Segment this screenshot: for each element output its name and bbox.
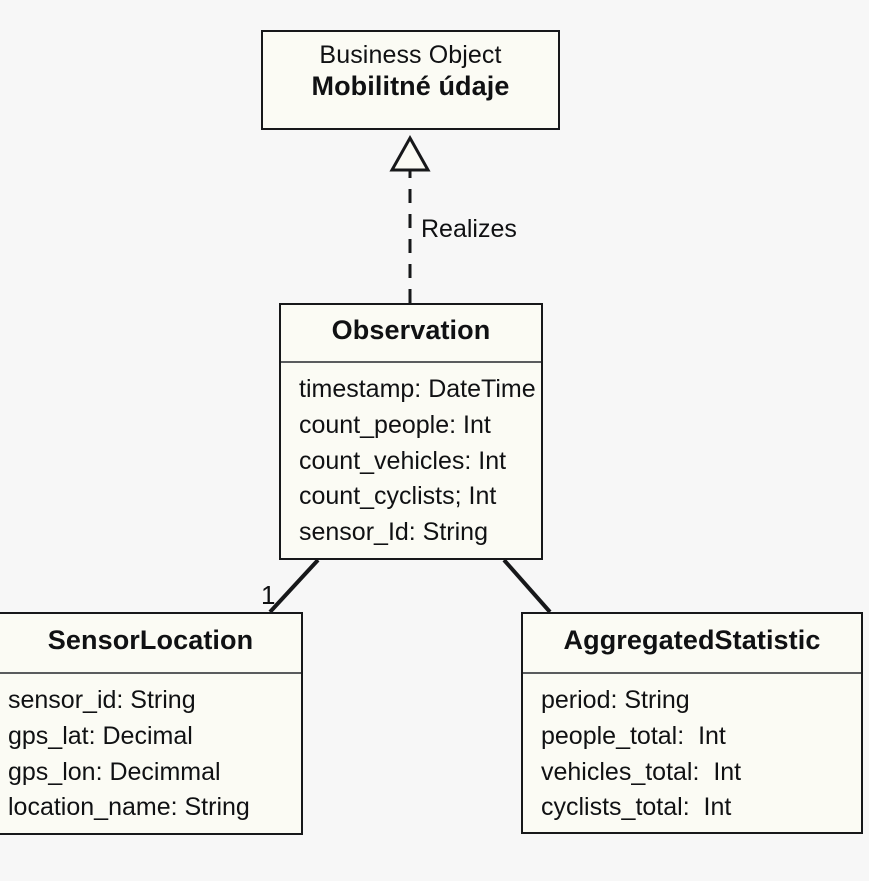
business-object-stereotype: Business Object [319, 41, 502, 69]
sensorlocation-attributes: sensor_id: String gps_lat: Decimal gps_l… [0, 674, 301, 832]
attribute-row: count_people: Int [299, 410, 491, 439]
attribute-row: gps_lat: Decimal [8, 721, 193, 750]
sensorlocation-header: SensorLocation [0, 614, 301, 672]
aggregatedstatistic-divider [523, 672, 861, 674]
attribute-row: timestamp: DateTime [299, 375, 536, 403]
business-object-title: Mobilitné údaje [311, 70, 510, 101]
observation-class-box[interactable]: Observation timestamp: DateTime count_pe… [279, 303, 543, 560]
aggregatedstatistic-title: AggregatedStatistic [563, 625, 821, 655]
attribute-row: cyclists_total: Int [541, 793, 732, 822]
attribute-row: people_total: Int [541, 721, 726, 750]
aggregatedstatistic-attributes: period: String people_total: Int vehicle… [523, 674, 861, 832]
observation-header: Observation [281, 305, 541, 361]
attribute-row: vehicles_total: Int [541, 757, 742, 786]
multiplicity-label-sensorlocation: 1 [261, 580, 276, 610]
attribute-row: count_vehicles: Int [299, 446, 507, 475]
business-object-box[interactable]: Business Object Mobilitné údaje [261, 30, 560, 130]
attribute-row: location_name: String [8, 793, 250, 822]
sensorlocation-class-box[interactable]: SensorLocation sensor_id: String gps_lat… [0, 612, 303, 835]
attribute-row: count_cyclists; Int [299, 482, 497, 511]
realization-arrowhead [389, 134, 431, 172]
association-line-sensorlocation [268, 558, 320, 614]
attribute-row: gps_lon: Decimmal [8, 757, 221, 786]
attribute-row: period: String [541, 686, 690, 714]
attribute-row: sensor_id: String [8, 686, 196, 714]
business-object-header: Business Object Mobilitné údaje [263, 32, 558, 109]
realization-label: Realizes [421, 215, 517, 243]
observation-attributes: timestamp: DateTime count_people: Int co… [281, 363, 541, 557]
sensorlocation-title: SensorLocation [47, 625, 254, 655]
association-line-aggregatedstatistic [502, 558, 552, 614]
attribute-row: sensor_Id: String [299, 518, 488, 546]
aggregatedstatistic-header: AggregatedStatistic [523, 614, 861, 672]
sensorlocation-divider [0, 672, 301, 674]
aggregatedstatistic-class-box[interactable]: AggregatedStatistic period: String peopl… [521, 612, 863, 834]
observation-title: Observation [331, 315, 491, 345]
observation-divider [281, 361, 541, 363]
